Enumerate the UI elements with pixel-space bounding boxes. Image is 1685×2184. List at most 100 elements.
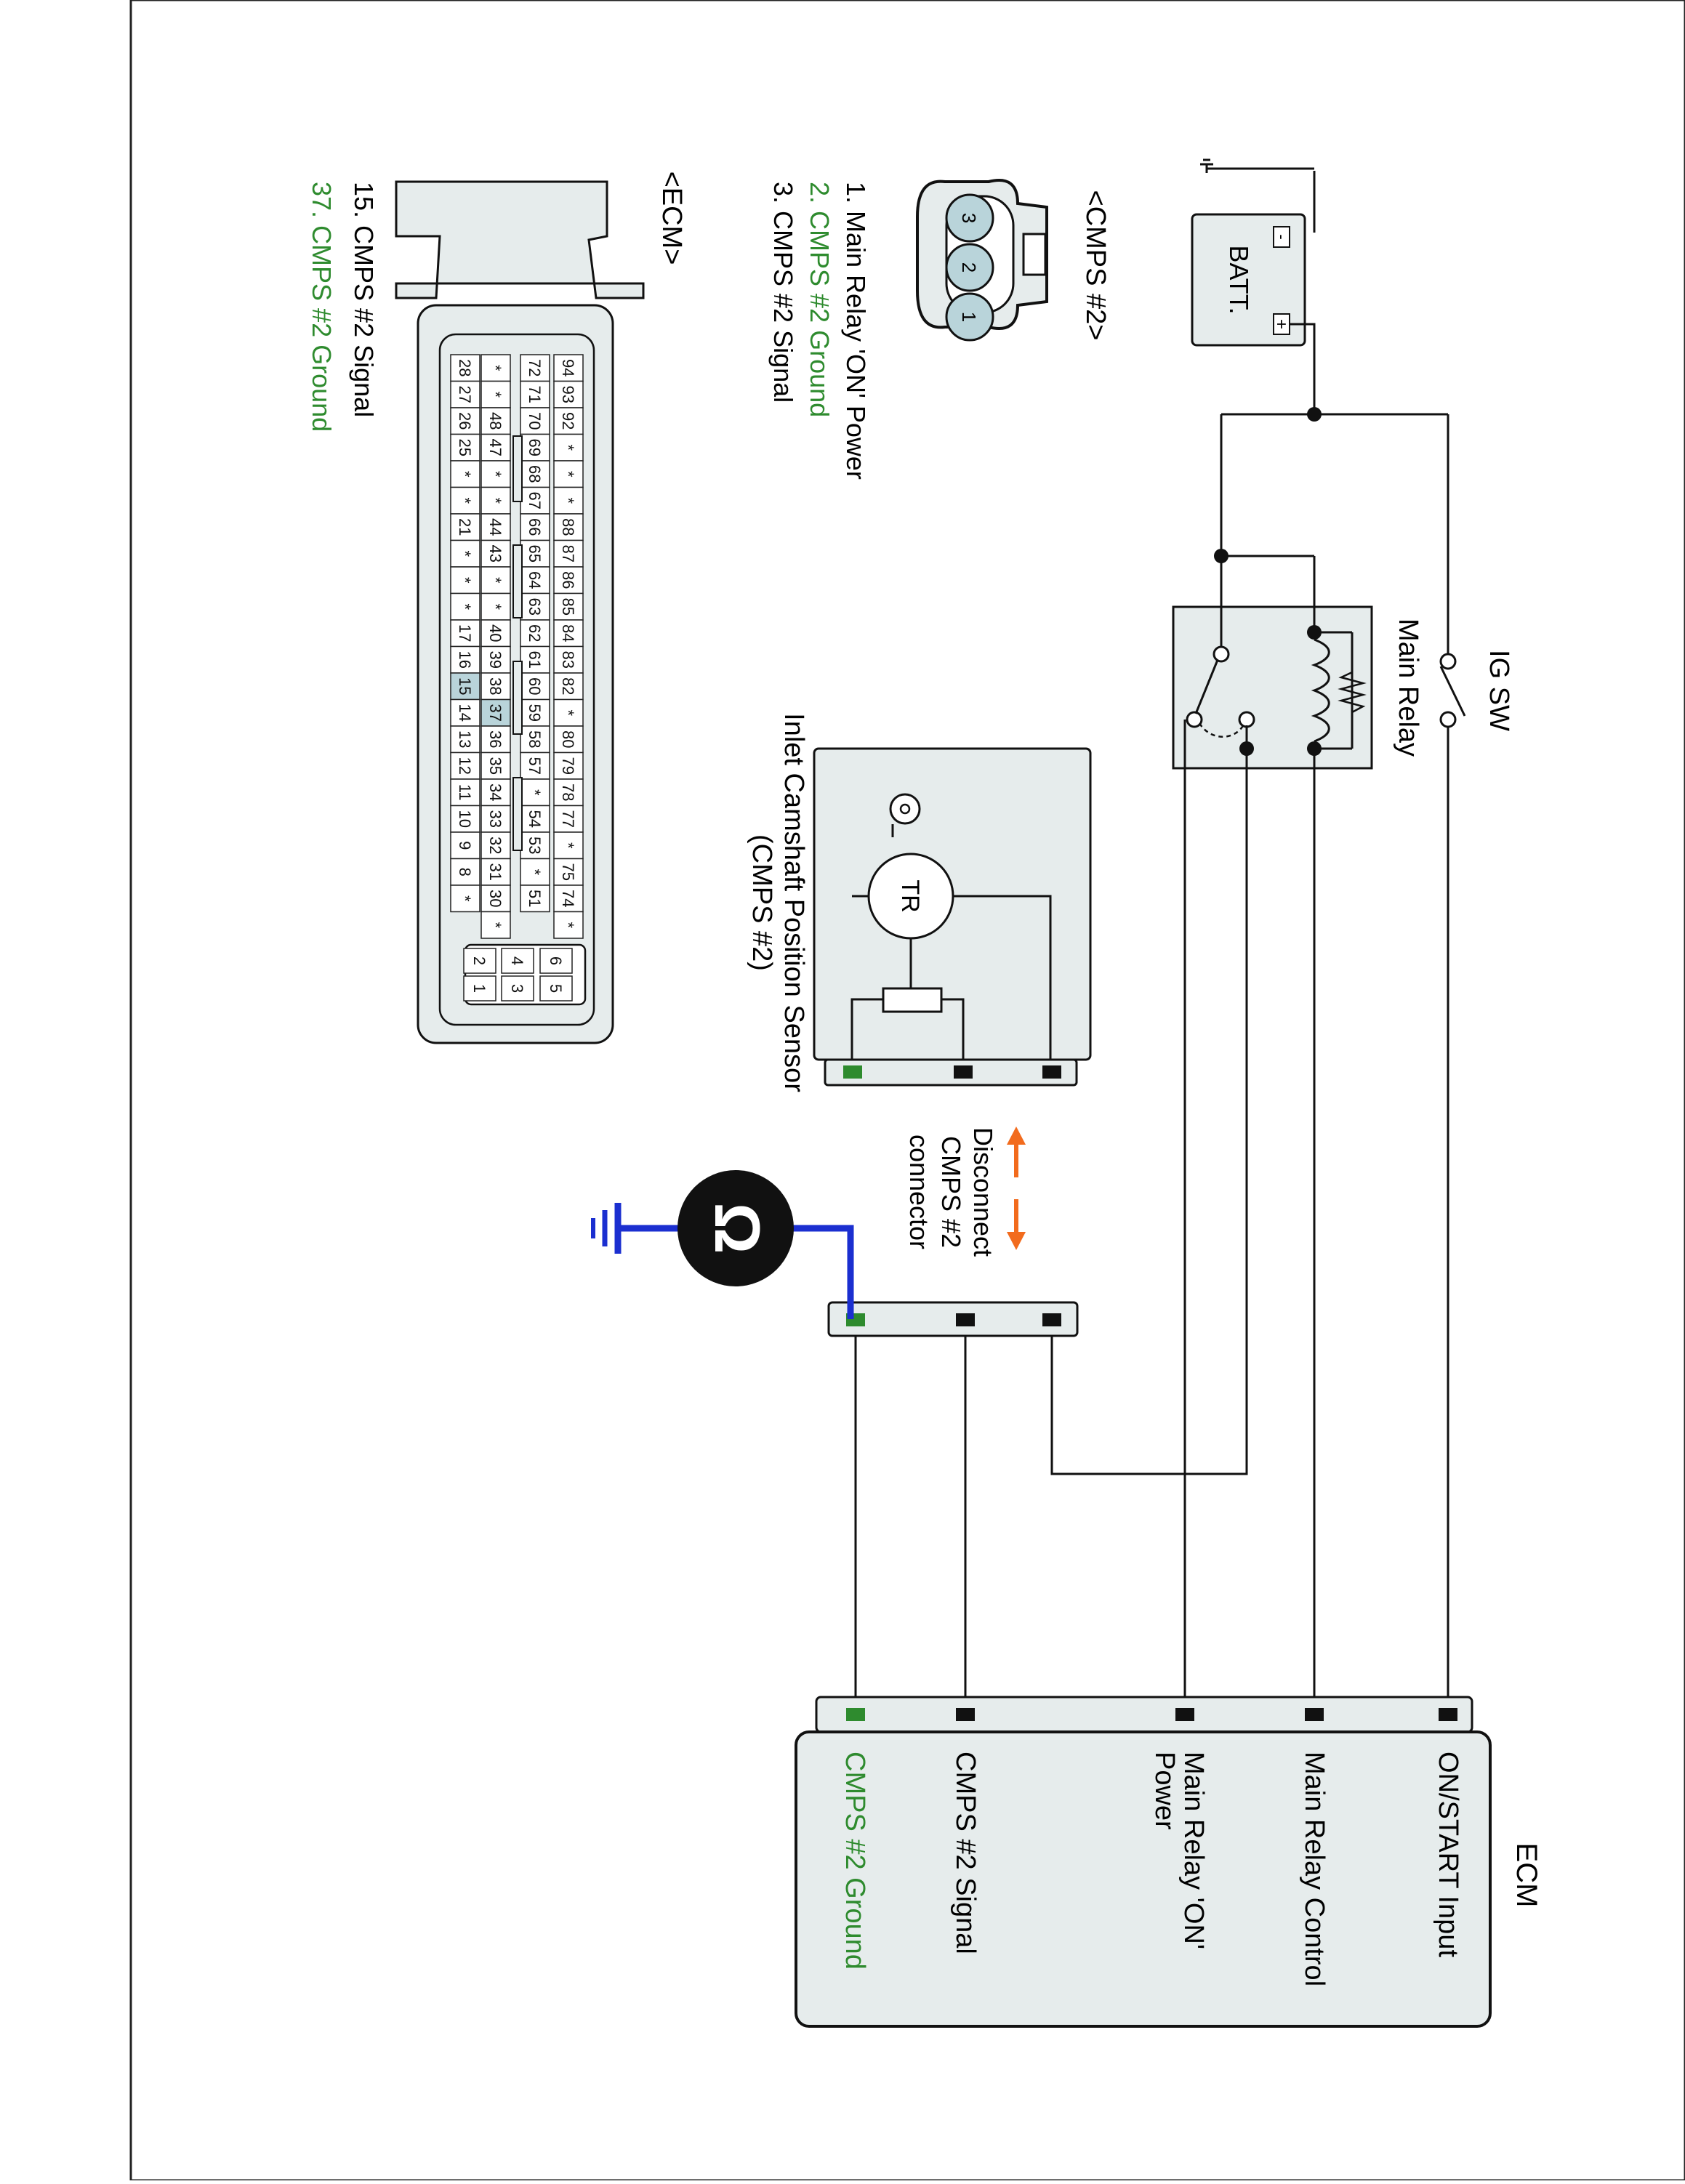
ecm-pin-label: 47 bbox=[486, 439, 504, 456]
ecm-pin-cell bbox=[450, 672, 480, 701]
main-relay-label: Main Relay bbox=[1393, 618, 1423, 757]
ecm-pin-label: 78 bbox=[559, 783, 577, 801]
ecm-pin-label: * bbox=[559, 922, 577, 928]
disconnect-line3: connector bbox=[904, 1135, 934, 1249]
ecm-aux-pin-cell bbox=[501, 975, 534, 1002]
ecm-pin-cell bbox=[450, 380, 480, 408]
ecm-aux-pin-cell bbox=[463, 948, 496, 974]
ecm-box bbox=[795, 1730, 1492, 2028]
ecm-pin-label: 43 bbox=[486, 545, 504, 563]
ecm-connector-title: <ECM> bbox=[656, 172, 687, 265]
ecm-pin-label: 31 bbox=[486, 863, 504, 881]
ecm-pin-cell bbox=[450, 566, 480, 595]
cmps-legend-1: 1. Main Relay 'ON' Power bbox=[841, 182, 871, 480]
ecm-aux-pin-label: 6 bbox=[547, 956, 565, 965]
ecm-pin-cell bbox=[553, 513, 584, 541]
ecm-pin-label: 70 bbox=[526, 412, 544, 430]
battery-icon: - + BATT. bbox=[1191, 213, 1306, 347]
ecm-pin-label: * bbox=[559, 471, 577, 478]
ecm-pin-label: 34 bbox=[486, 783, 504, 801]
ecm-pin-cell bbox=[450, 486, 480, 515]
ohm-label: Ω bbox=[701, 1203, 773, 1254]
cmps-pin-3: 3 bbox=[958, 213, 980, 223]
relay-coil-icon bbox=[1311, 631, 1367, 750]
sensor-power-wire bbox=[1050, 749, 1248, 1475]
cmps-connector-face: 1 2 3 bbox=[916, 179, 1048, 342]
ecm-pin-label: 79 bbox=[559, 757, 577, 775]
ecm-pin-label: 61 bbox=[526, 651, 544, 669]
ecm-pin-label: 58 bbox=[526, 730, 544, 748]
ecm-pin-cell bbox=[450, 885, 480, 913]
ecm-pin-cell bbox=[520, 592, 550, 621]
ecm-pin-cell bbox=[480, 805, 511, 833]
ecm-terminal-cmps-signal: CMPS #2 Signal bbox=[950, 1752, 981, 1954]
ecm-pin-label: * bbox=[456, 497, 474, 504]
ecm-pin-cell bbox=[480, 513, 511, 541]
ecm-pin-label: * bbox=[456, 577, 474, 584]
ecm-key-rib bbox=[512, 435, 523, 502]
ecm-pin-label: 72 bbox=[526, 359, 544, 376]
ecm-pin-label: 15 bbox=[456, 677, 474, 695]
ecm-terminal-relay-control: Main Relay Control bbox=[1299, 1752, 1330, 1986]
ecm-pin-cell bbox=[553, 698, 584, 727]
ecm-pin-label: 37 bbox=[486, 704, 504, 722]
ecm-pin-label: 86 bbox=[559, 571, 577, 589]
ecm-pin-cell bbox=[480, 486, 511, 515]
ecm-pin-label: * bbox=[486, 603, 504, 610]
sensor-pin-signal bbox=[954, 1065, 973, 1079]
ecm-pin-label: 10 bbox=[456, 810, 474, 828]
ecm-pin-label: 92 bbox=[559, 412, 577, 430]
disconnect-line2: CMPS #2 bbox=[936, 1136, 966, 1248]
ecm-pin-label: 21 bbox=[456, 518, 474, 536]
ecm-pin-label: 51 bbox=[526, 890, 544, 907]
probe-ground-icon bbox=[591, 1203, 622, 1254]
ecm-pin-cell bbox=[520, 460, 550, 488]
double-arrow-icon bbox=[1007, 1127, 1026, 1250]
ecm-aux-pin-cell bbox=[539, 948, 573, 974]
ecm-pin-cell bbox=[480, 592, 511, 621]
ecm-pin-label: * bbox=[456, 603, 474, 610]
transistor-icon: TR bbox=[867, 853, 954, 940]
ecm-pin-cell bbox=[480, 698, 511, 727]
ecm-pin-cell bbox=[553, 380, 584, 408]
ig-sw-label: IG SW bbox=[1484, 650, 1514, 731]
ecm-pin-label: 69 bbox=[526, 439, 544, 456]
ecm-pin-label: 87 bbox=[559, 545, 577, 563]
ecm-pin-label: 60 bbox=[526, 677, 544, 695]
ecm-pin-cell bbox=[520, 831, 550, 860]
ecm-pin-cell bbox=[480, 645, 511, 674]
ecm-pin-label: * bbox=[526, 789, 544, 796]
ecm-pin-cell bbox=[553, 433, 584, 462]
ecm-pin-label: * bbox=[559, 709, 577, 716]
sensor-title-line1: Inlet Camshaft Position Sensor bbox=[779, 713, 809, 1092]
ecm-pin-label: 11 bbox=[456, 784, 474, 801]
ohmmeter-icon: Ω bbox=[677, 1170, 794, 1286]
ecm-pin-cell bbox=[450, 698, 480, 727]
ecm-pin-cell bbox=[480, 566, 511, 595]
ecm-aux-pin-label: 3 bbox=[508, 984, 526, 993]
ecm-pin-cell bbox=[553, 831, 584, 860]
relay-contact-icon bbox=[1186, 645, 1255, 738]
ecm-pin-cell bbox=[553, 858, 584, 886]
ecm-pin-label: 82 bbox=[559, 677, 577, 695]
cmps-legend-2: 2. CMPS #2 Ground bbox=[805, 182, 835, 417]
ecm-pin-cell bbox=[480, 751, 511, 780]
ecm-pin-cell bbox=[553, 645, 584, 674]
ecm-pin-label: 88 bbox=[559, 518, 577, 536]
sensor-title-line2: (CMPS #2) bbox=[747, 834, 777, 971]
ecm-pin-label: 12 bbox=[456, 757, 474, 775]
ecm-pin-label: 25 bbox=[456, 439, 474, 456]
harness-pin-signal bbox=[956, 1313, 975, 1326]
ecm-pin-label: 38 bbox=[486, 677, 504, 695]
ecm-pin-label: * bbox=[526, 869, 544, 875]
ecm-pin-grid: 949392***88878685848382*80797877*7574*72… bbox=[450, 354, 584, 939]
ecm-pin-label: 44 bbox=[486, 518, 504, 536]
resistor-icon bbox=[882, 987, 943, 1013]
ecm-pin-label: * bbox=[456, 895, 474, 902]
ecm-pin-label: * bbox=[559, 842, 577, 849]
ecm-pin-label: 36 bbox=[486, 730, 504, 748]
ecm-pin-label: 17 bbox=[456, 624, 474, 642]
ecm-pin-cell bbox=[480, 831, 511, 860]
ig-switch-icon bbox=[1439, 653, 1466, 728]
battery-positive-wire bbox=[1290, 323, 1316, 414]
